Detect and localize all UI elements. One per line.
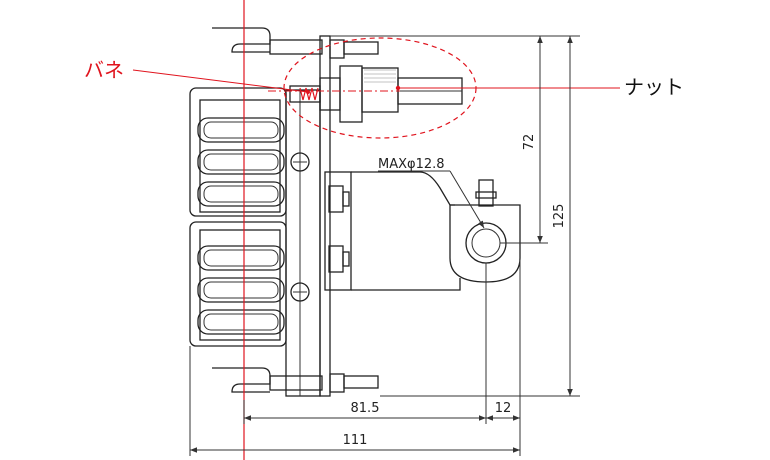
- dimension-111-label: 111: [343, 433, 368, 448]
- spring-leader: [132, 69, 309, 93]
- bolt-lower-icon: [328, 245, 350, 273]
- screw-upper-icon: [290, 152, 310, 172]
- bottom-guide-pin: [212, 367, 379, 393]
- contact-slots: [197, 117, 285, 335]
- dimension-12: 12: [486, 401, 520, 421]
- dimension-81-5-label: 81.5: [351, 401, 380, 416]
- screw-lower-icon: [290, 282, 310, 302]
- dimension-81-5: 81.5: [244, 401, 486, 421]
- dimension-111: 111: [190, 433, 520, 453]
- top-guide-pin: [212, 27, 379, 59]
- bolt-upper-icon: [328, 185, 350, 213]
- nut-assembly: [339, 65, 463, 123]
- dimension-72-label: 72: [522, 134, 537, 151]
- dimension-72: 72: [330, 35, 548, 244]
- dimension-125-label: 125: [552, 204, 567, 229]
- max-diameter-label: MAXφ12.8: [378, 157, 445, 172]
- clamp-bracket: [351, 171, 521, 291]
- spring-assembly: [289, 77, 341, 111]
- nut-label: ナット: [624, 75, 684, 99]
- mounting-plate: [285, 35, 352, 397]
- spring-label: バネ: [84, 58, 124, 82]
- dimension-12-label: 12: [495, 401, 512, 416]
- dimension-125: 125: [380, 35, 580, 397]
